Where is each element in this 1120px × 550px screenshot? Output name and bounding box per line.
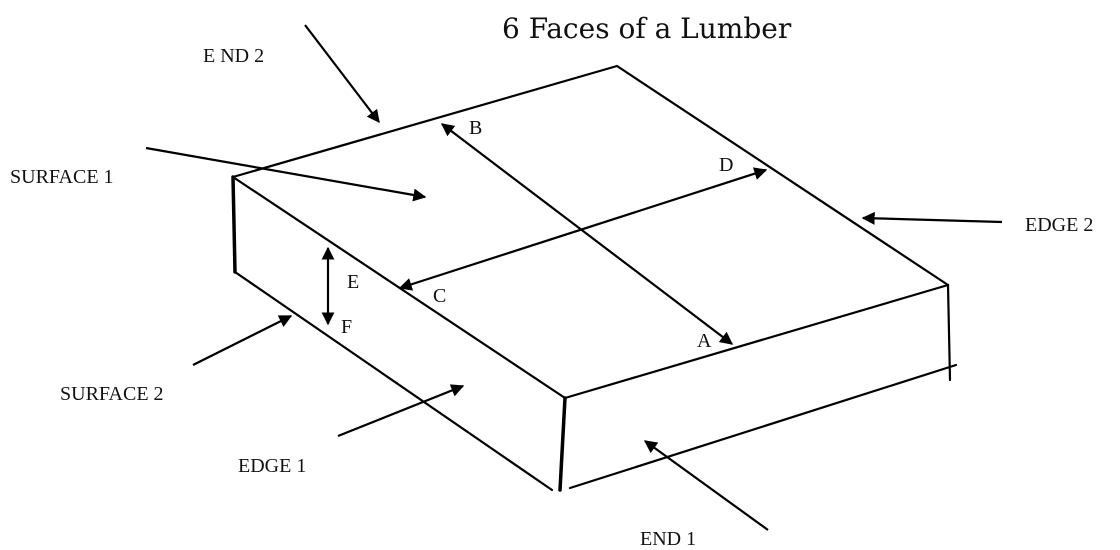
length-arrow-ab xyxy=(440,123,734,345)
point-e: E xyxy=(347,271,359,293)
top-front-edge xyxy=(563,283,950,400)
diagram-title: 6 Faces of a Lumber xyxy=(502,12,792,45)
label-edge1: EDGE 1 xyxy=(238,455,306,477)
front-vertical-edge xyxy=(558,396,567,492)
right-vertical-edge xyxy=(946,283,952,382)
end1-pointer-arrow xyxy=(643,440,769,531)
label-edge2: EDGE 2 xyxy=(1025,214,1093,236)
bottom-left-edge xyxy=(233,270,554,492)
point-a: A xyxy=(697,330,712,352)
bottom-front-edge xyxy=(568,363,958,490)
surface1-pointer-arrow xyxy=(145,146,427,202)
top-right-edge xyxy=(615,64,950,287)
edge2-pointer-arrow xyxy=(861,211,1003,225)
label-end2: E ND 2 xyxy=(203,45,264,67)
point-d: D xyxy=(719,154,733,176)
width-arrow-cd xyxy=(398,167,768,291)
top-left-edge xyxy=(231,175,567,400)
point-f: F xyxy=(341,316,352,338)
point-c: C xyxy=(433,285,446,307)
lumber-outline xyxy=(231,64,958,492)
label-surface1: SURFACE 1 xyxy=(10,166,114,188)
end2-pointer-arrow xyxy=(304,24,380,124)
surface2-pointer-arrow xyxy=(192,315,293,366)
label-surface2: SURFACE 2 xyxy=(60,383,164,405)
label-end1: END 1 xyxy=(640,528,696,550)
top-back-edge xyxy=(231,64,619,179)
point-b: B xyxy=(469,117,482,139)
left-vertical-edge xyxy=(231,175,237,274)
edge1-pointer-arrow xyxy=(337,384,465,438)
